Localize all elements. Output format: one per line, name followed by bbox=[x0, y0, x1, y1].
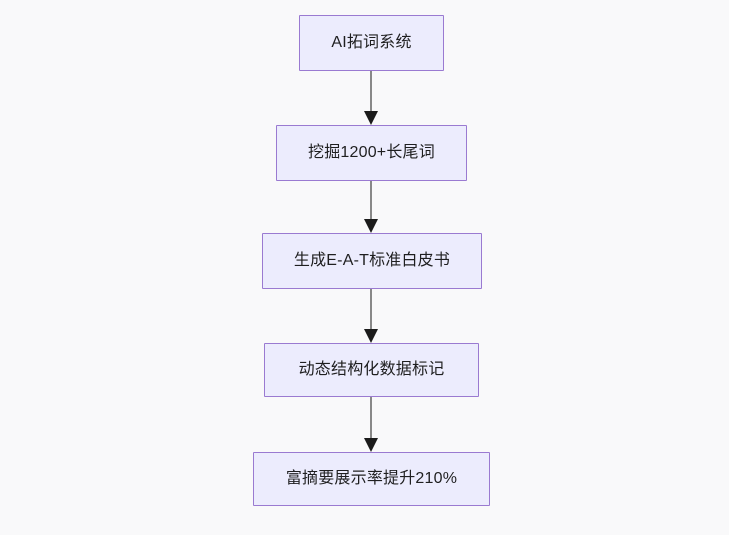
node-label: 富摘要展示率提升210% bbox=[285, 470, 458, 488]
node-label: 动态结构化数据标记 bbox=[298, 361, 445, 379]
node-label: AI拓词系统 bbox=[331, 34, 412, 52]
node-label: 挖掘1200+长尾词 bbox=[308, 144, 435, 162]
flowchart-node-ai-keyword-system[interactable]: AI拓词系统 bbox=[299, 15, 444, 71]
flowchart-node-rich-snippet-impression-uplift[interactable]: 富摘要展示率提升210% bbox=[253, 452, 490, 506]
flowchart-node-dynamic-structured-data-markup[interactable]: 动态结构化数据标记 bbox=[264, 343, 479, 397]
edge-n2-n3 bbox=[364, 181, 378, 233]
edge-n3-n4 bbox=[364, 289, 378, 343]
edge-n1-n2 bbox=[364, 71, 378, 125]
edge-n4-n5 bbox=[364, 397, 378, 452]
flowchart-node-generate-eat-whitepaper[interactable]: 生成E-A-T标准白皮书 bbox=[262, 233, 482, 289]
node-label: 生成E-A-T标准白皮书 bbox=[293, 252, 451, 270]
flowchart-node-mine-longtail-keywords[interactable]: 挖掘1200+长尾词 bbox=[276, 125, 467, 181]
